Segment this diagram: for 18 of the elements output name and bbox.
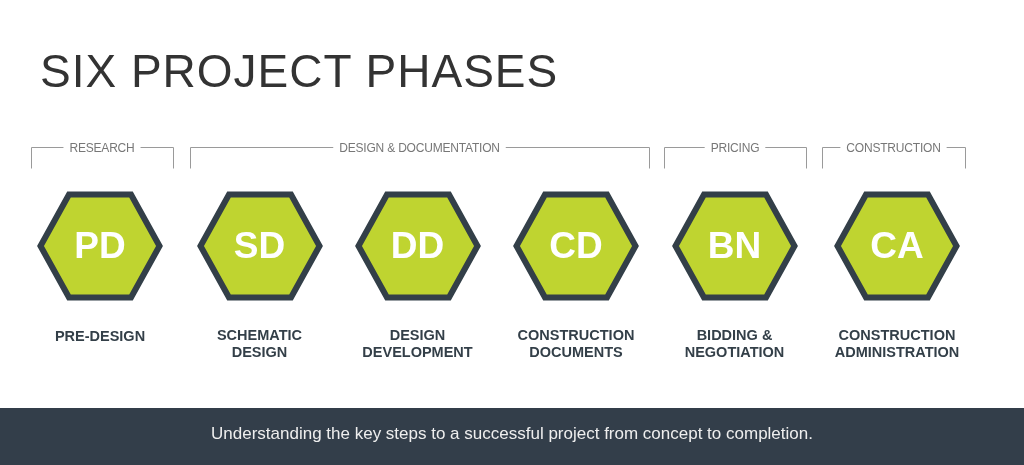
phase-code: BN [707,226,762,266]
phase-code: SD [233,226,286,266]
phase-code: CD [549,226,603,266]
group-label: DESIGN & DOCUMENTATION [339,140,500,155]
phase-name: BIDDING & NEGOTIATION [684,327,785,360]
phase-code: PD [74,226,126,266]
group-label: RESEARCH [69,140,135,155]
caption: Understanding the key steps to a successful project from concept to completion. [211,424,813,444]
phase-name: DESIGN DEVELOPMENT [361,327,474,360]
title: SIX PROJECT PHASES [40,46,559,96]
phase-name: PRE-DESIGN [54,328,146,345]
group-label: CONSTRUCTION [846,140,941,155]
phase-name: SCHEMATIC DESIGN [216,327,303,360]
phase-code: CA [870,226,924,266]
phase-code: DD [390,226,445,266]
phase-name: CONSTRUCTION DOCUMENTS [517,327,635,360]
group-label: PRICING [710,140,760,155]
phase-name: CONSTRUCTION ADMINISTRATION [834,327,960,360]
